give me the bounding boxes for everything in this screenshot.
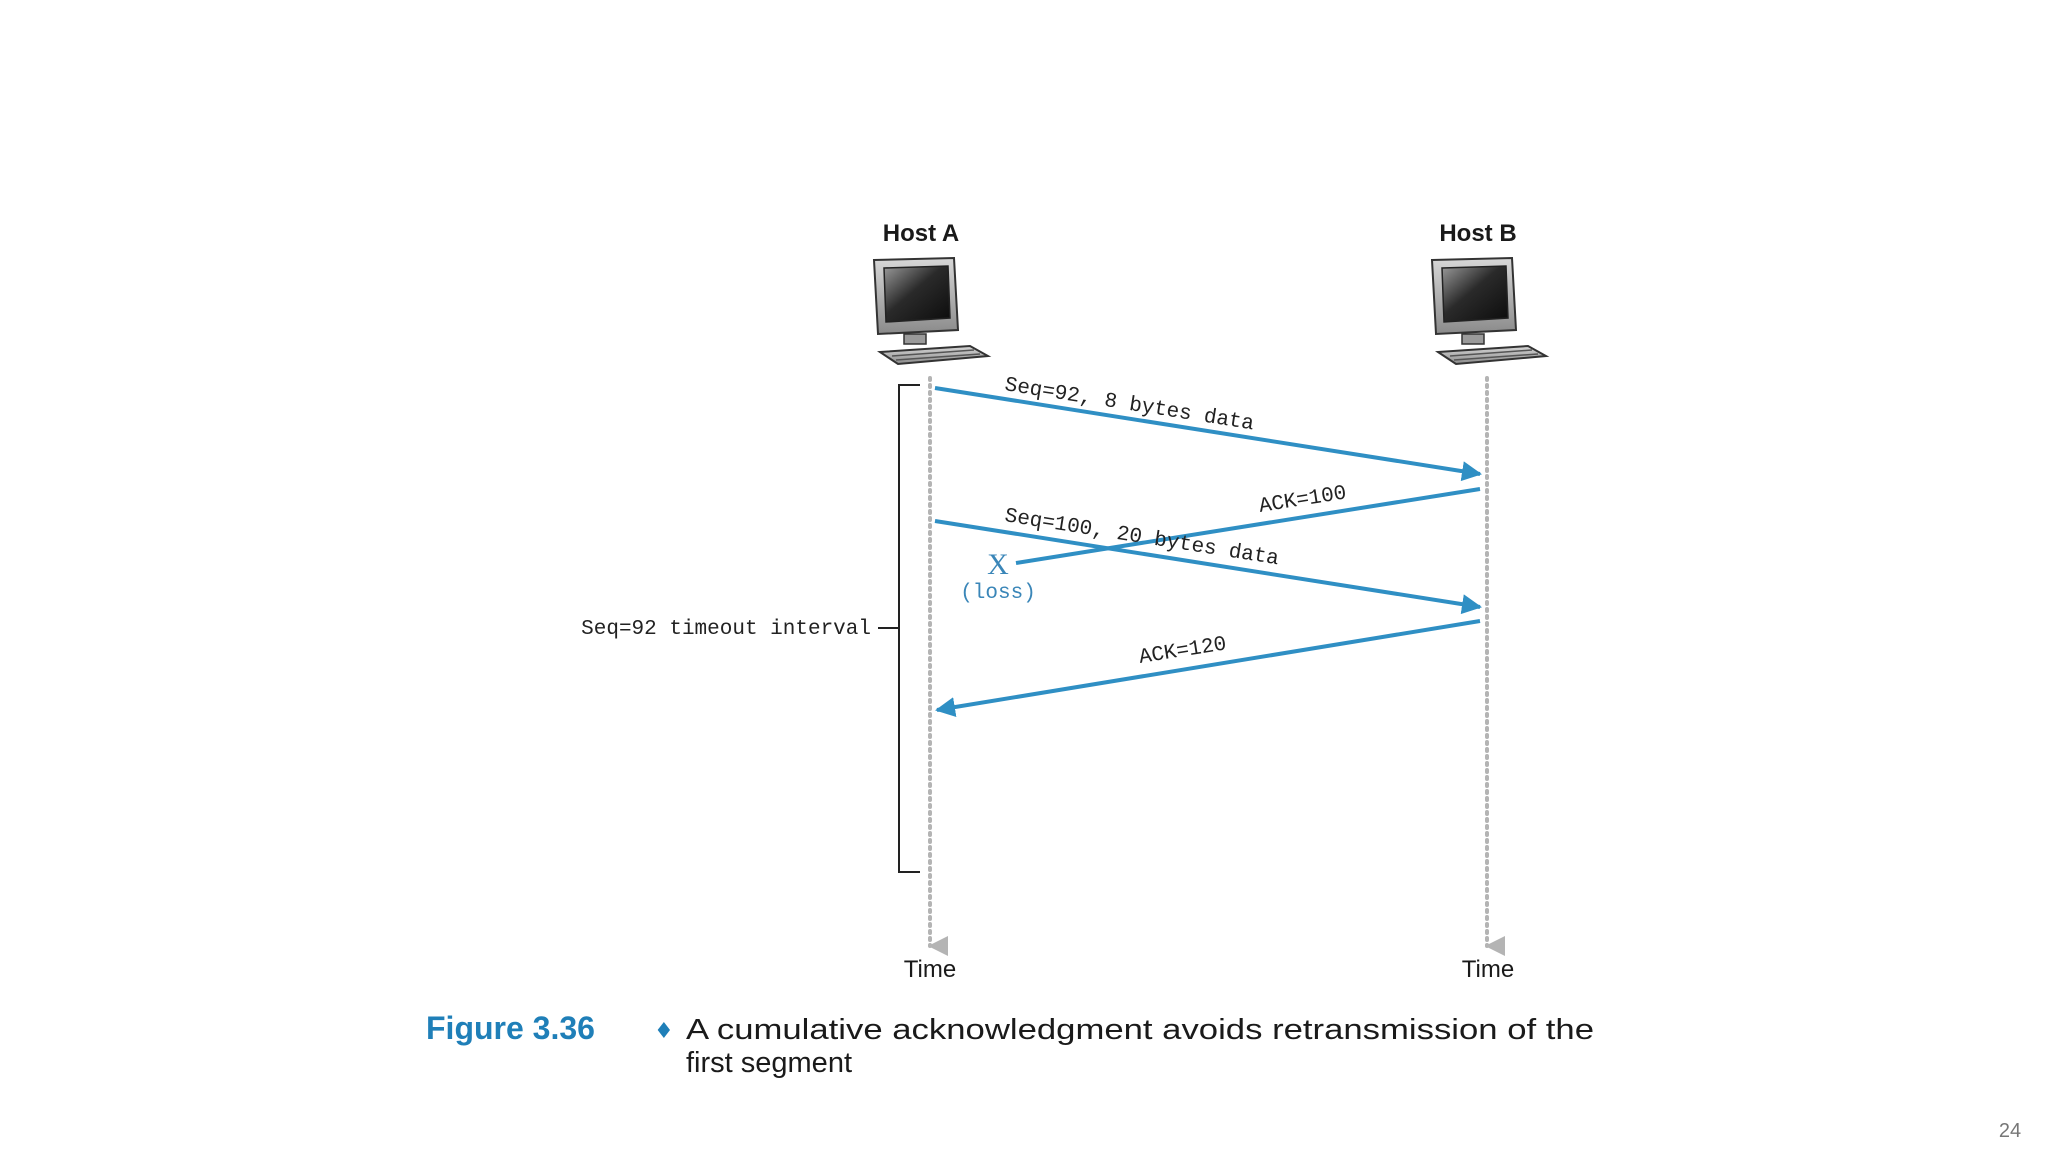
figure-number: Figure 3.36 [426, 1010, 595, 1046]
caption-line-1: A cumulative acknowledgment avoids retra… [686, 1014, 1594, 1046]
host-b-time-label: Time [1462, 956, 1514, 983]
seq100-segment-arrow [934, 519, 1482, 615]
host-a-label: Host A [883, 220, 959, 247]
host-a-time-label: Time [904, 956, 956, 983]
host-b-label: Host B [1439, 220, 1516, 247]
loss-mark: X [987, 548, 1009, 581]
page-number: 24 [1999, 1120, 2021, 1142]
seq92-segment-arrow [934, 386, 1482, 482]
host-a-computer-icon [872, 256, 992, 366]
timeout-bracket [878, 384, 920, 873]
loss-label: (loss) [960, 582, 1036, 605]
caption-line-2: first segment [686, 1047, 852, 1079]
ack120-arrow [935, 619, 1481, 717]
timeout-interval-label: Seq=92 timeout interval [581, 618, 871, 641]
ack100-arrow [1015, 487, 1481, 565]
host-b-computer-icon [1430, 256, 1550, 366]
caption-bullet-icon: ♦ [654, 1019, 674, 1044]
